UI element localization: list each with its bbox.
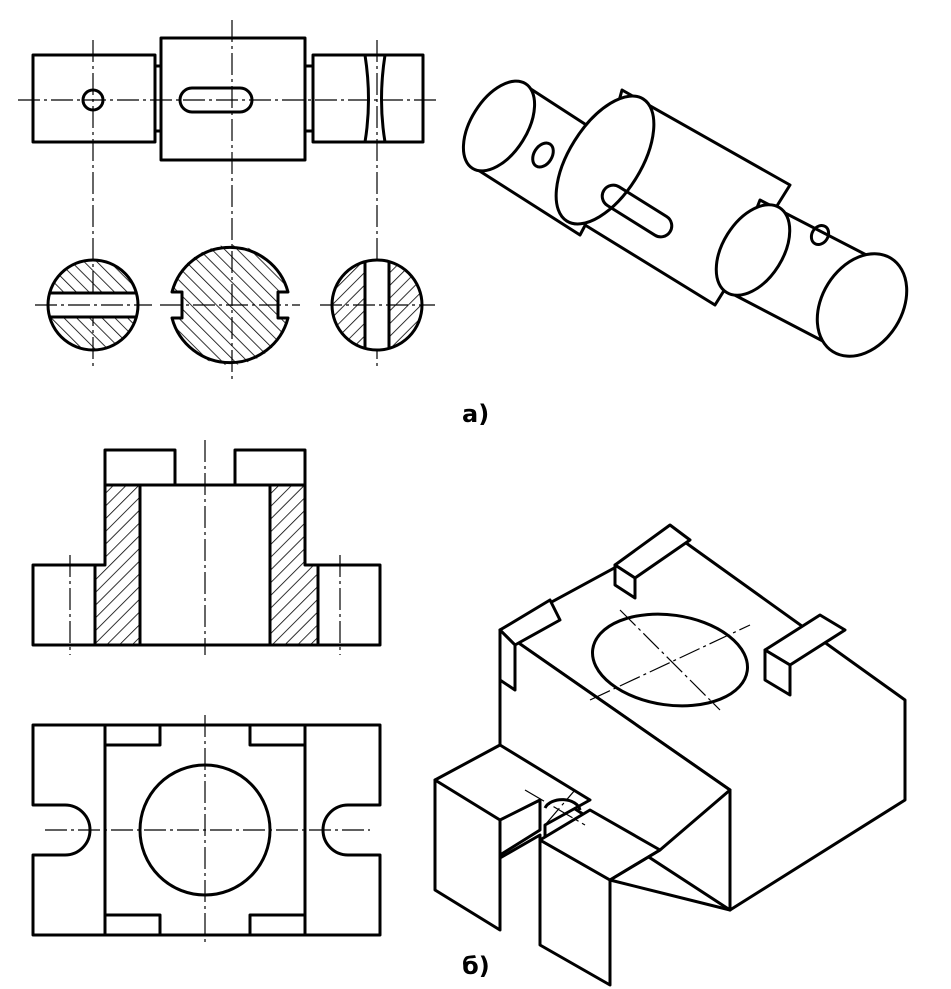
- shaft-isometric-view: [461, 79, 909, 358]
- block-isometric-view: [433, 523, 907, 987]
- shaft-front-view: [18, 20, 437, 380]
- label-part-b: б): [462, 952, 490, 980]
- block-front-section: [31, 440, 382, 655]
- shaft-sections: [35, 245, 435, 365]
- label-part-a: а): [462, 400, 490, 428]
- block-plan-view: [31, 715, 382, 945]
